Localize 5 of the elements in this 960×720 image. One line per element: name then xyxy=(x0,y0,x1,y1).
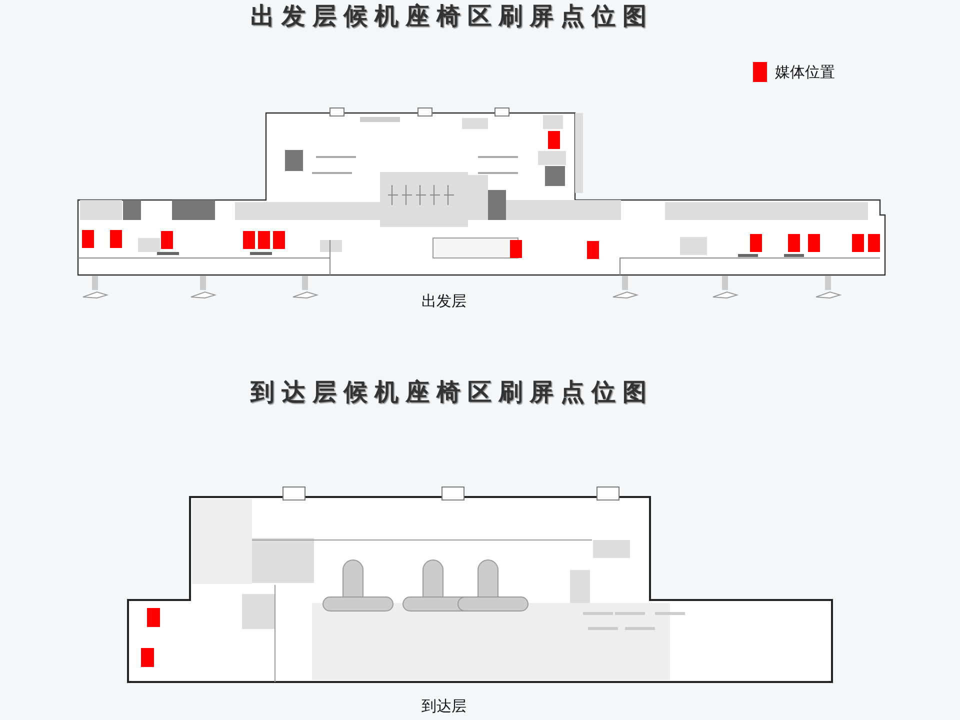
legend-label: 媒体位置 xyxy=(775,63,835,82)
title: 出发层候机座椅区刷屏点位图 xyxy=(250,1,654,32)
floor-caption: 到达层 xyxy=(422,697,466,716)
floor-caption: 出发层 xyxy=(422,292,466,311)
title: 到达层候机座椅区刷屏点位图 xyxy=(250,377,654,408)
